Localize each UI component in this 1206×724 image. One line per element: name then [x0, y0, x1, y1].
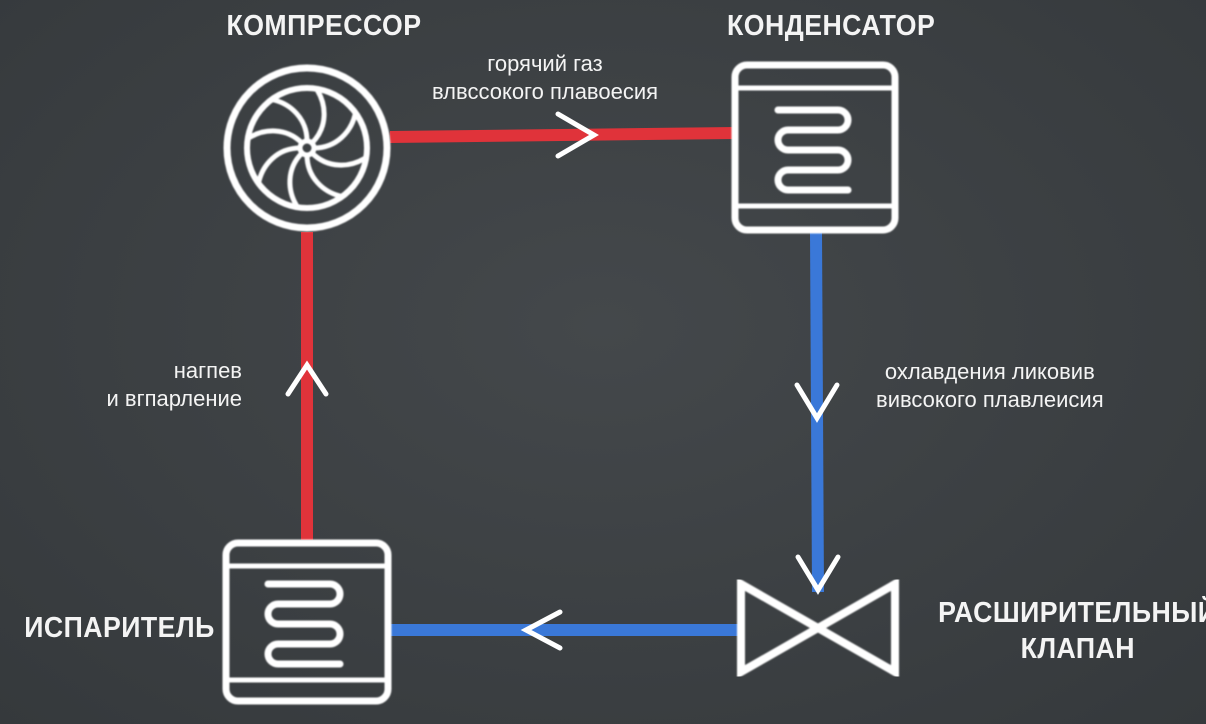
flow-label-right-line-1: охлавдения ликовив	[884, 359, 1095, 384]
arrow-right-icon	[555, 111, 599, 159]
arrow-left-icon	[520, 609, 563, 651]
arrow-up-icon	[285, 360, 329, 397]
arrow-down-icon	[795, 554, 841, 595]
flow-label-right-line-2: вивсокого плавлеисия	[876, 387, 1104, 412]
coil-icon	[731, 61, 899, 234]
evaporator-title: ИСПАРИТЕЛЬ	[24, 612, 215, 644]
flow-label-top-line-2: влвссокого плавоесия	[432, 79, 659, 104]
coil-icon	[222, 539, 392, 705]
condenser-title: КОНДЕНСАТОР	[727, 10, 936, 42]
expansion-valve-title: РАСШИРИТЕЛЬНЫЙ КЛАПАН	[938, 595, 1206, 667]
flow-label-left-line-1: нагпев	[173, 358, 242, 383]
arrow-down-icon	[794, 382, 840, 423]
valve-icon	[737, 577, 899, 679]
fan-icon	[223, 64, 391, 232]
flow-label-top: горячий газ влвссокого плавоесия	[432, 50, 658, 106]
pipe-lines	[299, 125, 826, 638]
flow-label-left-line-2: и вгпарление	[106, 386, 243, 411]
expansion-valve-title-line-2: КЛАПАН	[1020, 633, 1135, 665]
flow-label-left: нагпев и вгпарление	[92, 357, 243, 413]
flow-label-right: охлавдения ликовив вивсокого плавлеисия	[876, 358, 1104, 414]
pipe-hot-top-core	[389, 127, 736, 143]
pipe-cold-right-core	[810, 231, 824, 593]
flow-label-top-line-1: горячий газ	[487, 51, 603, 76]
expansion-valve-title-line-1: РАСШИРИТЕЛЬНЫЙ	[938, 597, 1206, 629]
compressor-title: КОМПРЕССОР	[226, 10, 422, 42]
flow-arrows	[285, 111, 841, 651]
